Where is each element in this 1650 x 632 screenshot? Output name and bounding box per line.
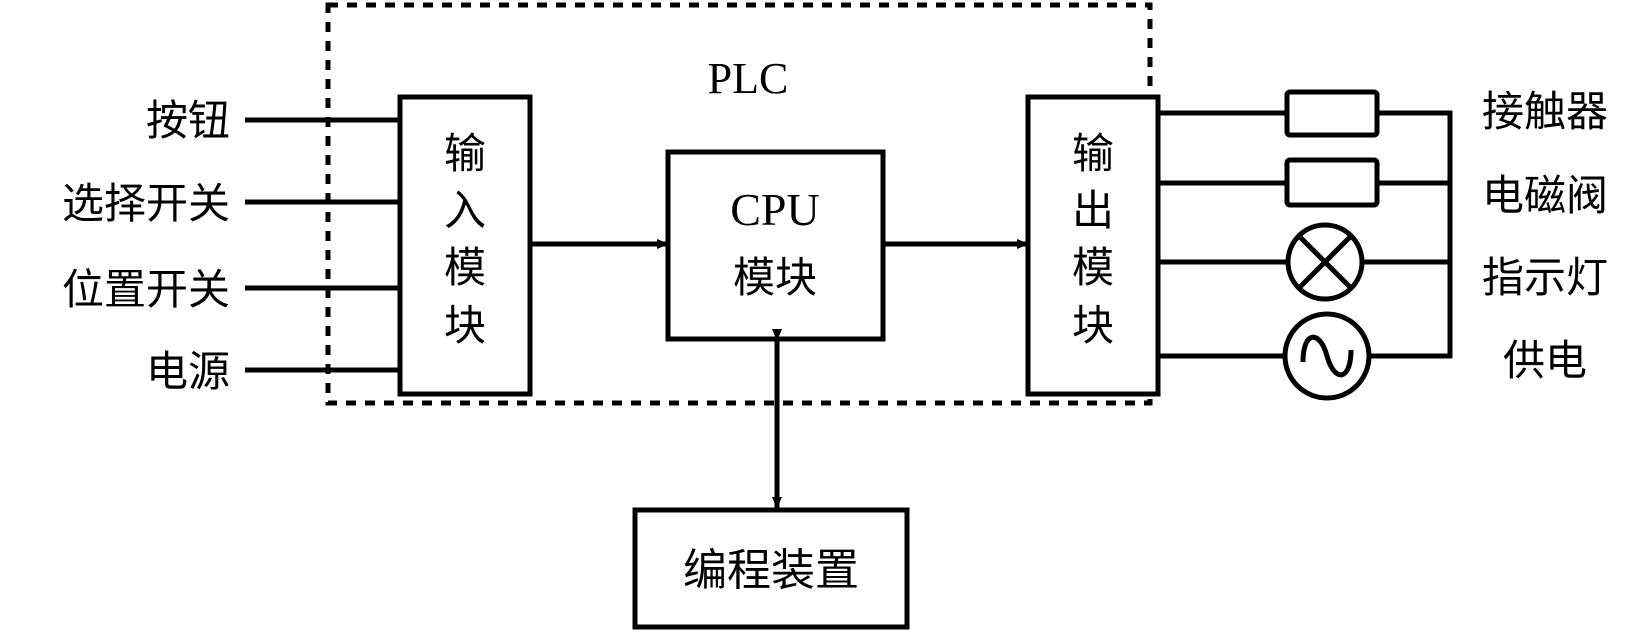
svg-text:模: 模 bbox=[444, 243, 486, 292]
input-label-button: 按钮 bbox=[146, 96, 230, 145]
input-label-power-supply: 电源 bbox=[146, 347, 230, 396]
svg-text:输: 输 bbox=[1072, 129, 1114, 178]
svg-text:CPU: CPU bbox=[730, 184, 819, 235]
svg-text:编程装置: 编程装置 bbox=[683, 545, 859, 596]
svg-text:块: 块 bbox=[1072, 301, 1114, 350]
svg-text:输: 输 bbox=[444, 129, 486, 178]
output-module: 输 出 模 块 bbox=[1025, 94, 1161, 397]
input-label-position-switch: 位置开关 bbox=[62, 265, 230, 314]
svg-text:入: 入 bbox=[444, 186, 486, 235]
output-label-indicator-lamp: 指示灯 bbox=[1482, 253, 1608, 302]
output-label-contactor: 接触器 bbox=[1482, 87, 1608, 136]
programming-device: 编程装置 bbox=[632, 507, 910, 630]
svg-text:模块: 模块 bbox=[733, 253, 817, 302]
solenoid-valve-coil-icon bbox=[1284, 157, 1380, 208]
cpu-module: CPU 模块 bbox=[665, 149, 886, 342]
svg-text:出: 出 bbox=[1072, 186, 1114, 235]
indicator-lamp-icon bbox=[1285, 222, 1365, 302]
input-module: 输 入 模 块 bbox=[397, 94, 533, 397]
svg-text:模: 模 bbox=[1072, 243, 1114, 292]
input-label-selector-switch: 选择开关 bbox=[62, 179, 230, 228]
output-wires bbox=[1158, 110, 1453, 359]
plc-title: PLC bbox=[708, 54, 789, 103]
ac-source-icon bbox=[1282, 311, 1372, 401]
contactor-coil-icon bbox=[1284, 89, 1380, 138]
output-label-power-supply: 供电 bbox=[1503, 336, 1587, 385]
svg-text:块: 块 bbox=[444, 301, 486, 350]
input-wires bbox=[245, 117, 400, 373]
output-label-solenoid-valve: 电磁阀 bbox=[1482, 171, 1608, 220]
